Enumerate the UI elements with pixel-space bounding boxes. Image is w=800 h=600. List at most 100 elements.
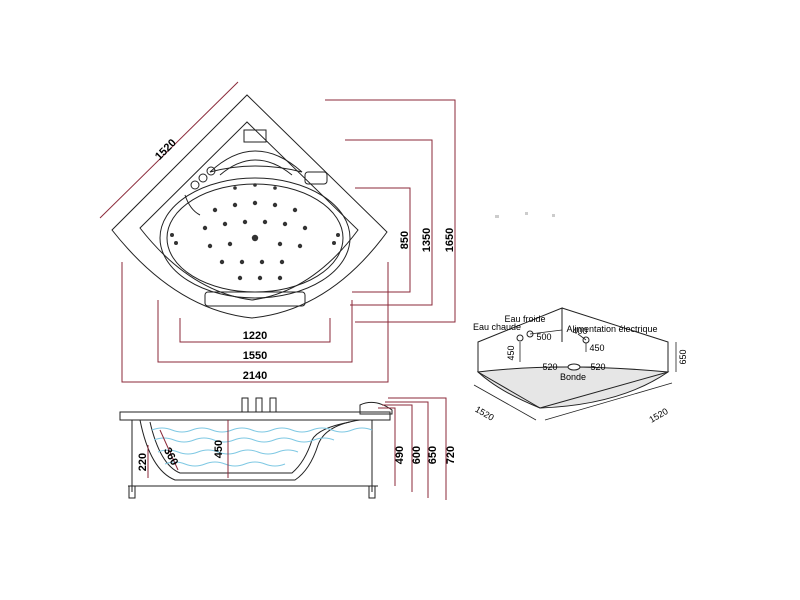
jet	[202, 225, 208, 231]
jet	[237, 275, 243, 281]
jet	[272, 202, 278, 208]
jet	[277, 241, 283, 247]
faucet	[255, 397, 263, 413]
dim-520-left: 520	[542, 362, 557, 372]
side-external-dims	[378, 397, 447, 500]
label-cold-water: Eau froide	[504, 314, 545, 324]
install-floor-edge	[539, 371, 669, 409]
control-knob	[206, 166, 216, 176]
leg	[368, 485, 376, 499]
jet	[259, 259, 265, 265]
side-deck	[119, 411, 391, 421]
dim-650: 650	[427, 446, 439, 464]
dim-side-left-1520: 1520	[473, 404, 495, 423]
faucet	[241, 397, 249, 413]
hand-shower	[184, 194, 201, 216]
dim-520-right: 520	[590, 362, 605, 372]
faint-marks	[495, 212, 555, 218]
jet	[262, 219, 268, 225]
jet	[279, 259, 285, 265]
control-knob	[190, 180, 200, 190]
jet	[242, 219, 248, 225]
side-headrest	[359, 401, 393, 415]
leg	[128, 485, 136, 499]
headrest-arc	[219, 159, 293, 176]
control-knob	[198, 173, 208, 183]
jet	[277, 275, 283, 281]
jet	[251, 234, 259, 242]
dim-line-1550	[157, 300, 353, 363]
label-drain: Bonde	[560, 372, 586, 382]
jet	[232, 202, 238, 208]
top-view	[111, 94, 388, 319]
label-hot-water-line1: Eau chaude	[473, 322, 521, 332]
hot-water-outlet	[516, 334, 524, 342]
dim-220: 220	[137, 453, 149, 471]
jet	[302, 225, 308, 231]
dim-450: 450	[213, 440, 225, 458]
faucet	[269, 397, 277, 413]
dim-850: 850	[399, 231, 411, 249]
dim-line-1520	[99, 81, 239, 219]
install-view	[473, 307, 677, 421]
dim-1650: 1650	[444, 228, 456, 252]
dim-720: 720	[445, 446, 457, 464]
jet	[219, 259, 225, 265]
dim-400: 400	[572, 326, 587, 336]
jet	[332, 241, 336, 245]
dim-360: 360	[161, 446, 180, 468]
top-view-dimensions	[99, 81, 456, 383]
dim-600: 600	[411, 446, 423, 464]
jet	[207, 243, 213, 249]
dim-1220: 1220	[243, 330, 267, 342]
dim-2140: 2140	[243, 370, 267, 382]
side-body-inner	[149, 421, 351, 474]
jets	[170, 183, 340, 281]
jet	[292, 207, 298, 213]
jet	[257, 275, 263, 281]
drain-outlet	[567, 363, 581, 371]
dim-490: 490	[394, 446, 406, 464]
dim-line-1350	[345, 139, 433, 306]
tub-basin	[159, 177, 351, 299]
jet	[212, 207, 218, 213]
dim-450-right: 450	[589, 343, 604, 353]
side-internal-dims	[147, 420, 229, 478]
jet	[233, 186, 237, 190]
dim-1550: 1550	[243, 350, 267, 362]
install-wall-left	[477, 307, 563, 372]
dim-line-850	[352, 187, 411, 293]
dim-line-1650	[325, 99, 456, 323]
jet	[336, 233, 340, 237]
install-floor-edge	[477, 371, 541, 409]
jet	[227, 241, 233, 247]
control-panel	[304, 171, 328, 185]
headrest-pillow	[243, 129, 267, 143]
install-wall-right	[561, 307, 669, 372]
jet	[273, 186, 277, 190]
jet	[174, 241, 178, 245]
dim-line-1220	[179, 318, 331, 343]
headrest	[209, 150, 303, 173]
dim-line-2140	[121, 262, 389, 383]
jet	[170, 233, 174, 237]
jet	[297, 243, 303, 249]
jet	[282, 221, 288, 227]
dim-450-left: 450	[506, 345, 516, 360]
front-step	[204, 291, 306, 307]
jet	[253, 183, 257, 187]
dim-1350: 1350	[421, 228, 433, 252]
dim-side-right-1520: 1520	[647, 406, 669, 425]
water-waves	[151, 427, 373, 467]
tub-deck-outline	[139, 121, 359, 301]
dim-500: 500	[536, 332, 551, 342]
install-floor	[476, 366, 670, 409]
dim-wall-650: 650	[678, 349, 688, 364]
tub-outer-outline	[111, 94, 388, 319]
jet	[222, 221, 228, 227]
jet	[252, 200, 258, 206]
dim-1520: 1520	[153, 137, 179, 163]
label-power: Alimentation électrique	[566, 324, 657, 334]
side-view	[119, 397, 393, 499]
